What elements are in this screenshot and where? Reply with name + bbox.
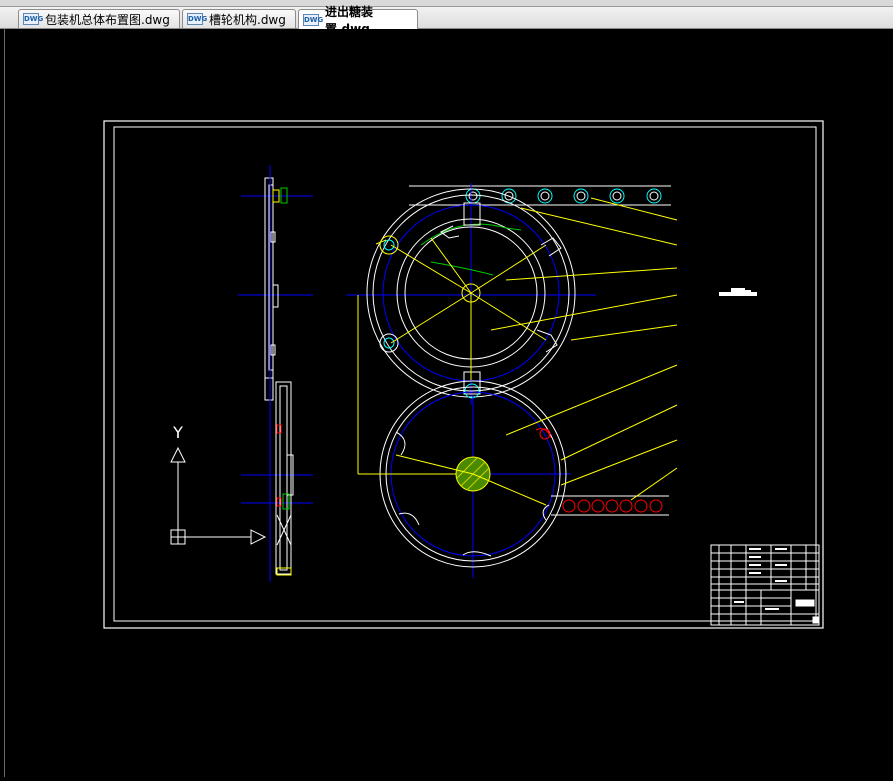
dwg-file-icon: DWG xyxy=(187,13,208,25)
detail-symbol xyxy=(719,288,757,296)
cad-drawing: Y xyxy=(103,120,824,629)
outfeed-conveyor xyxy=(551,495,669,516)
side-view xyxy=(238,165,313,582)
lower-outfeed-wheel xyxy=(357,295,571,578)
ucs-icon: Y xyxy=(170,423,267,545)
ucs-y-label: Y xyxy=(172,423,183,442)
tab-zhuangji-zongti[interactable]: DWG 包装机总体布置图.dwg xyxy=(18,9,180,28)
title-block xyxy=(710,544,820,626)
drawing-outer-frame xyxy=(103,120,824,629)
window-top-strip xyxy=(0,0,893,7)
tab-label: 包装机总体布置图.dwg xyxy=(45,12,170,27)
tab-caolun-jigou[interactable]: DWG 槽轮机构.dwg xyxy=(182,9,296,28)
infeed-conveyor xyxy=(409,185,671,206)
dwg-file-icon: DWG xyxy=(23,13,44,25)
part-leader-lines xyxy=(375,197,678,501)
tab-label: 槽轮机构.dwg xyxy=(209,12,286,27)
drawing-inner-frame xyxy=(113,126,817,622)
tab-jinchutang-zhuangzhi[interactable]: DWG 进出糖装置.dwg xyxy=(298,5,418,36)
dwg-file-icon: DWG xyxy=(303,13,324,26)
document-tab-bar: DWG 包装机总体布置图.dwg DWG 槽轮机构.dwg DWG 进出糖装置.… xyxy=(0,5,893,36)
upper-gripper-wheel xyxy=(346,183,596,405)
drawing-viewport[interactable]: Y xyxy=(4,29,893,777)
